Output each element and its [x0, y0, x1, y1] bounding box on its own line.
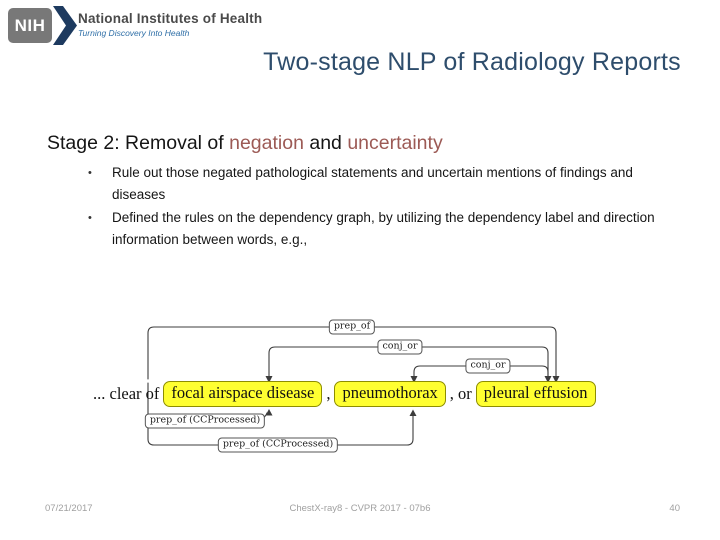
example-sentence: ... clear of focal airspace disease , pn…: [93, 381, 596, 407]
arc-label-conj-or-2: conj_or: [465, 358, 511, 374]
bullet-icon: •: [88, 167, 92, 179]
highlighted-term: focal airspace disease: [163, 381, 323, 407]
separator: , or: [449, 384, 472, 403]
heading-negation: negation: [229, 132, 304, 154]
page-title: Two-stage NLP of Radiology Reports: [263, 48, 681, 76]
nih-acronym: NIH: [14, 15, 46, 35]
nih-logo-mark: NIH: [8, 8, 52, 43]
list-item: • Rule out those negated pathological st…: [88, 162, 673, 205]
list-item: • Defined the rules on the dependency gr…: [88, 207, 673, 250]
heading-prefix: Stage 2: Removal of: [47, 132, 230, 154]
arrowhead-icon: [410, 376, 418, 383]
arc-label-prep-of-ccprocessed-1: prep_of (CCProcessed): [144, 413, 266, 429]
footer-date: 07/21/2017: [45, 503, 93, 514]
arrowhead-icon: [544, 376, 552, 383]
heading-uncertainty: uncertainty: [347, 132, 443, 154]
org-tagline: Turning Discovery Into Health: [78, 28, 190, 38]
separator: ,: [326, 384, 331, 403]
arc-label-prep-of: prep_of: [328, 319, 376, 335]
stage-heading: Stage 2: Removal of negation and uncerta…: [47, 132, 443, 155]
highlighted-term: pneumothorax: [334, 381, 446, 407]
sentence-prefix: ... clear of: [93, 384, 160, 403]
page-number: 40: [669, 503, 680, 514]
highlighted-term: pleural effusion: [475, 381, 596, 407]
arrowhead-icon: [552, 376, 560, 383]
heading-and: and: [303, 132, 348, 154]
footer-credit: ChestX-ray8 - CVPR 2017 - 07b6: [289, 503, 431, 514]
bullet-text: Defined the rules on the dependency grap…: [112, 210, 655, 247]
bullet-text: Rule out those negated pathological stat…: [112, 165, 633, 202]
arc-label-prep-of-ccprocessed-2: prep_of (CCProcessed): [217, 437, 339, 453]
nih-logo: NIH National Institutes of Health Turnin…: [8, 6, 308, 50]
org-name: National Institutes of Health: [78, 11, 263, 26]
bullet-icon: •: [88, 212, 92, 224]
arrowhead-icon: [265, 376, 273, 383]
nih-chevron-icon: [53, 6, 77, 45]
bullet-list: • Rule out those negated pathological st…: [88, 162, 673, 252]
nih-logo-text: National Institutes of Health Turning Di…: [78, 11, 262, 38]
arrowhead-icon: [409, 409, 417, 416]
arc-label-conj-or-1: conj_or: [377, 339, 423, 355]
arrowhead-icon: [265, 409, 273, 416]
